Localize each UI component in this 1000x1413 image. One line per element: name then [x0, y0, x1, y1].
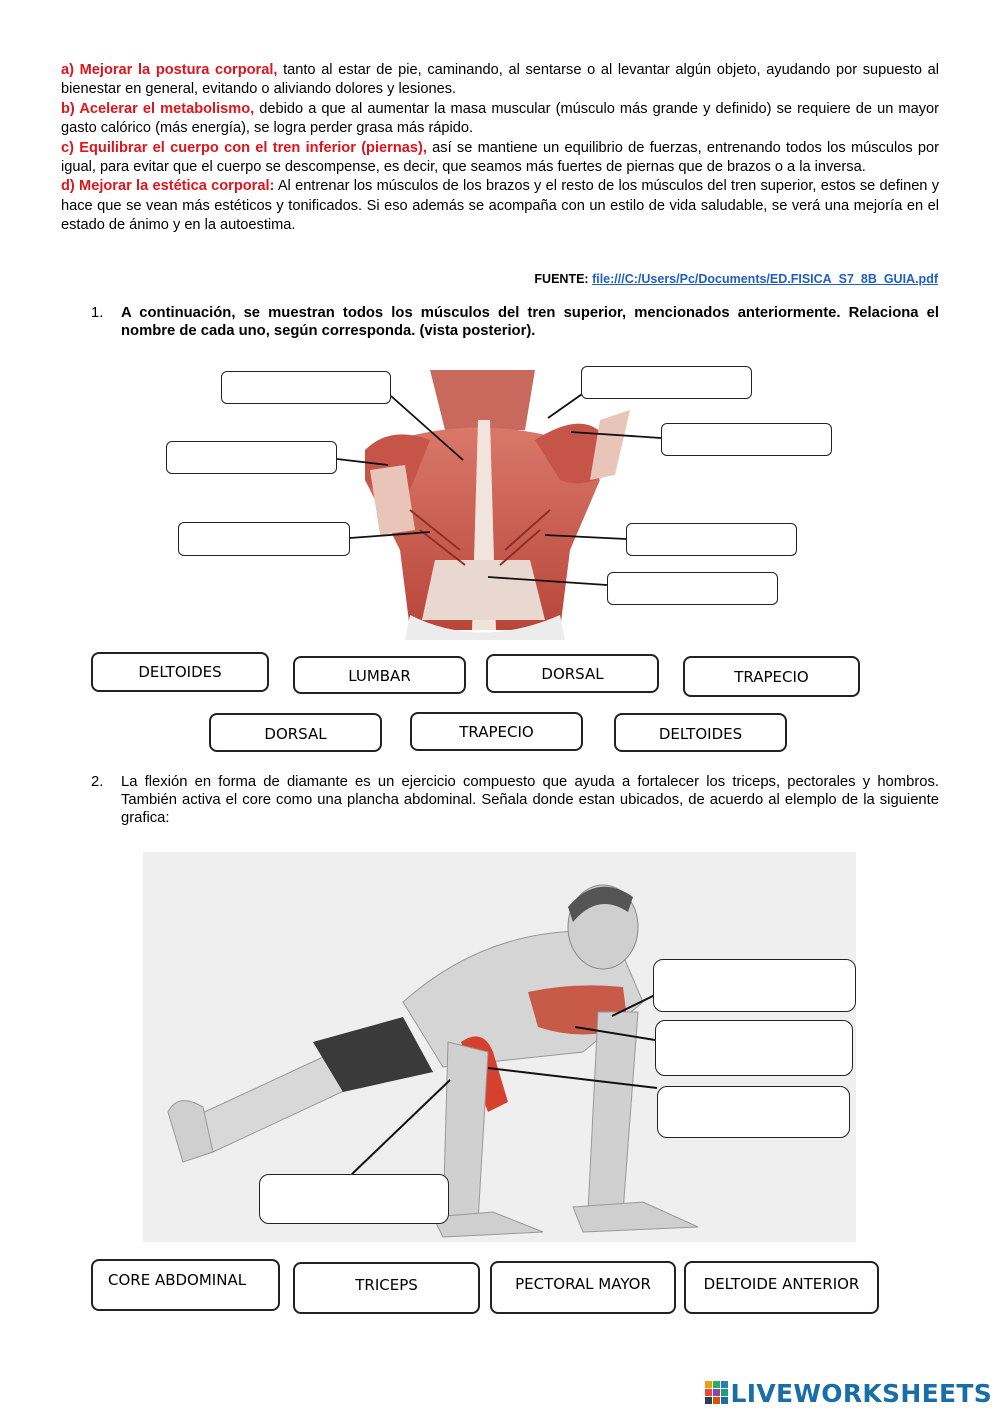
question-1: 1. A continuación, se muestran todos los… [91, 305, 939, 339]
intro-text: a) Mejorar la postura corporal, tanto al… [61, 61, 939, 236]
word-card-dorsal-2[interactable]: DORSAL [209, 713, 382, 752]
word-card-core-abdominal[interactable]: CORE ABDOMINAL [91, 1259, 280, 1311]
answer-blank-q1-1[interactable] [221, 371, 391, 404]
intro-item-c: c) Equilibrar el cuerpo con el tren infe… [61, 139, 939, 176]
intro-item-d: d) Mejorar la estética corporal: Al entr… [61, 178, 939, 234]
answer-blank-q1-4[interactable] [581, 366, 752, 399]
logo-grid-icon [704, 1381, 728, 1404]
word-card-pectoral-mayor[interactable]: PECTORAL MAYOR [490, 1261, 676, 1314]
word-card-deltoides-2[interactable]: DELTOIDES [614, 713, 787, 752]
word-card-trapecio[interactable]: TRAPECIO [683, 656, 860, 697]
intro-item-a: a) Mejorar la postura corporal, tanto al… [61, 62, 939, 98]
intro-item-b: b) Acelerar el metabolismo, debido a que… [61, 100, 939, 137]
answer-blank-q1-6[interactable] [626, 523, 797, 556]
word-card-deltoides[interactable]: DELTOIDES [91, 652, 269, 692]
answer-blank-q1-3[interactable] [178, 522, 350, 556]
answer-blank-q2-1[interactable] [653, 959, 856, 1012]
source-link[interactable]: file:///C:/Users/Pc/Documents/ED.FISICA_… [592, 272, 938, 286]
word-card-deltoide-anterior[interactable]: DELTOIDE ANTERIOR [684, 1261, 879, 1314]
word-card-triceps[interactable]: TRICEPS [293, 1262, 480, 1314]
answer-blank-q2-3[interactable] [657, 1086, 850, 1138]
question-2: 2. La flexión en forma de diamante es un… [91, 774, 939, 826]
answer-blank-q2-4[interactable] [259, 1174, 449, 1224]
liveworksheets-logo: LIVEWORKSHEETS [704, 1378, 992, 1408]
word-card-dorsal[interactable]: DORSAL [486, 654, 659, 693]
answer-blank-q1-7[interactable] [607, 572, 778, 605]
word-card-lumbar[interactable]: LUMBAR [293, 656, 466, 694]
word-card-trapecio-2[interactable]: TRAPECIO [410, 712, 583, 751]
source-line: FUENTE: file:///C:/Users/Pc/Documents/ED… [534, 272, 938, 286]
answer-blank-q2-2[interactable] [655, 1020, 853, 1076]
answer-blank-q1-2[interactable] [166, 441, 337, 474]
answer-blank-q1-5[interactable] [661, 423, 832, 456]
